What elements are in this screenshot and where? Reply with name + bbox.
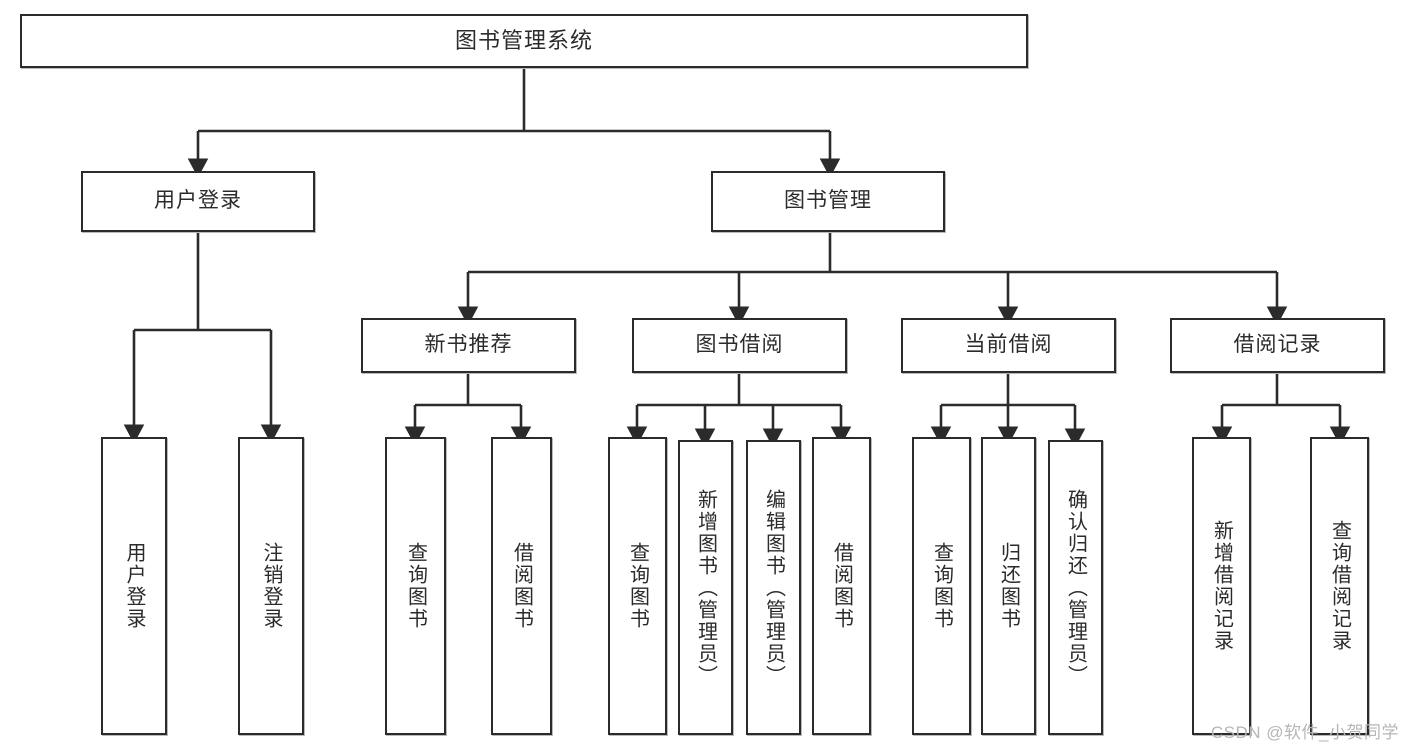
- node-leaf-confirm-return-admin[interactable]: 确认归还（管理员）: [1048, 440, 1103, 735]
- node-leaf-return-book[interactable]: 归还图书: [981, 437, 1036, 735]
- node-leaf-edit-book-admin[interactable]: 编辑图书（管理员）: [746, 440, 801, 735]
- node-new-book-rec[interactable]: 新书推荐: [361, 318, 576, 373]
- node-book-manage[interactable]: 图书管理: [711, 171, 945, 232]
- node-leaf-add-book-admin-label: 新增图书（管理员）: [694, 488, 717, 687]
- node-book-borrow[interactable]: 图书借阅: [632, 318, 847, 373]
- node-root-label: 图书管理系统: [454, 28, 593, 54]
- node-user-login-label: 用户登录: [154, 189, 242, 213]
- node-current-borrow[interactable]: 当前借阅: [901, 318, 1116, 373]
- node-leaf-user-login[interactable]: 用户登录: [101, 437, 167, 735]
- node-root[interactable]: 图书管理系统: [20, 14, 1028, 68]
- node-leaf-query-book-1[interactable]: 查询图书: [385, 437, 446, 735]
- node-book-manage-label: 图书管理: [784, 189, 872, 213]
- node-leaf-add-book-admin[interactable]: 新增图书（管理员）: [678, 440, 733, 735]
- node-leaf-user-login-label: 用户登录: [123, 542, 145, 630]
- node-leaf-borrow-book-1[interactable]: 借阅图书: [491, 437, 552, 735]
- node-current-borrow-label: 当前借阅: [964, 333, 1053, 357]
- node-leaf-query-book-3-label: 查询图书: [930, 542, 953, 630]
- node-leaf-add-borrow-record-label: 新增借阅记录: [1210, 520, 1233, 652]
- node-new-book-rec-label: 新书推荐: [424, 333, 513, 357]
- node-leaf-query-book-2-label: 查询图书: [626, 542, 649, 630]
- node-leaf-borrow-book-2-label: 借阅图书: [830, 542, 853, 630]
- node-leaf-borrow-book-2[interactable]: 借阅图书: [812, 437, 871, 735]
- node-user-login[interactable]: 用户登录: [81, 171, 315, 232]
- node-borrow-record-label: 借阅记录: [1233, 333, 1322, 357]
- node-leaf-logout[interactable]: 注销登录: [238, 437, 304, 735]
- node-leaf-edit-book-admin-label: 编辑图书（管理员）: [762, 488, 785, 687]
- node-leaf-query-borrow-record[interactable]: 查询借阅记录: [1310, 437, 1369, 735]
- node-leaf-logout-label: 注销登录: [260, 542, 282, 630]
- node-leaf-add-borrow-record[interactable]: 新增借阅记录: [1192, 437, 1251, 735]
- node-leaf-query-book-2[interactable]: 查询图书: [608, 437, 667, 735]
- node-leaf-query-book-1-label: 查询图书: [404, 542, 427, 630]
- node-leaf-borrow-book-1-label: 借阅图书: [510, 542, 533, 630]
- node-leaf-return-book-label: 归还图书: [997, 542, 1020, 630]
- node-leaf-query-borrow-record-label: 查询借阅记录: [1328, 520, 1351, 652]
- node-borrow-record[interactable]: 借阅记录: [1170, 318, 1385, 373]
- node-leaf-query-book-3[interactable]: 查询图书: [912, 437, 971, 735]
- node-leaf-confirm-return-admin-label: 确认归还（管理员）: [1064, 488, 1087, 687]
- node-book-borrow-label: 图书借阅: [695, 333, 784, 357]
